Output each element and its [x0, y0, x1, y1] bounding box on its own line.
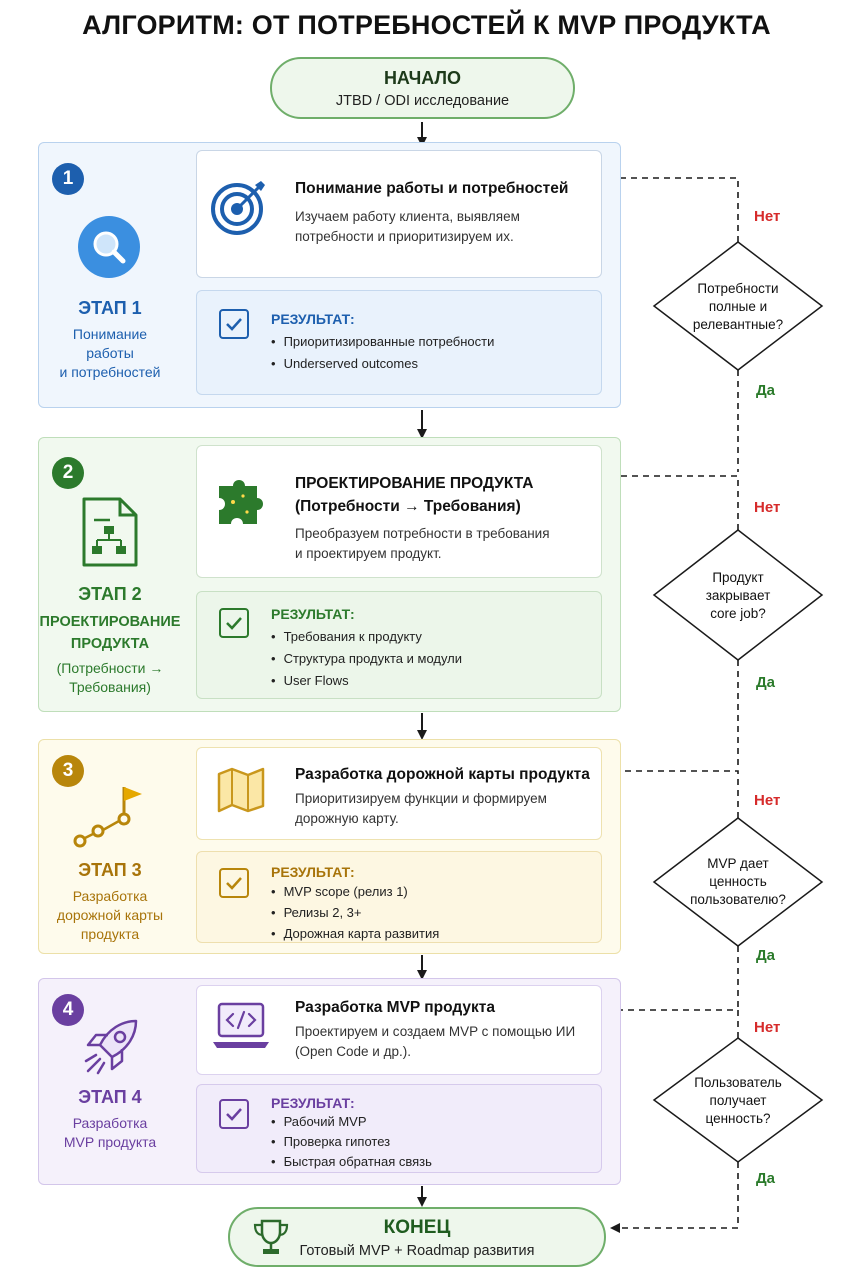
decision-4-question: Пользователь получает ценность?	[694, 1075, 782, 1126]
stage-3-label: ЭТАП 3 Разработка дорожной карты продукт…	[30, 860, 190, 944]
list-item: Релизы 2, 3+	[271, 902, 439, 923]
stage-3-title: ЭТАП 3	[78, 860, 142, 880]
stage-2-card: ПРОЕКТИРОВАНИЕ ПРОДУКТА (Потребности → Т…	[196, 445, 602, 578]
stage-1-badge: 1	[52, 163, 84, 195]
stage-2-result-heading: РЕЗУЛЬТАТ:	[271, 606, 355, 622]
stage-4-result: РЕЗУЛЬТАТ: Рабочий MVP Проверка гипотез …	[196, 1084, 602, 1173]
list-item: Дорожная карта развития	[271, 923, 440, 944]
list-item: User Flows	[271, 670, 462, 692]
end-subtitle: Готовый MVP + Roadmap развития	[299, 1243, 535, 1259]
yes-line-4	[610, 1162, 739, 1233]
feedback-loop-4	[606, 1005, 739, 1038]
magnifier-icon	[77, 215, 141, 279]
stage-4-result-list: Рабочий MVP Проверка гипотез Быстрая обр…	[271, 1112, 432, 1172]
stage-2-sub-description: (Потребности → Требования)	[56, 660, 164, 695]
stage-2-description: ПРОЕКТИРОВАНИЕ ПРОДУКТА	[39, 614, 181, 652]
list-item: Underserved outcomes	[271, 353, 494, 375]
stage-2-title: ЭТАП 2	[78, 584, 142, 604]
stage-2-card-title: ПРОЕКТИРОВАНИЕ ПРОДУКТА (Потребности → Т…	[295, 475, 534, 515]
stage-3-description: Разработка дорожной карты продукта	[56, 888, 164, 942]
stage-2-result-list: Требования к продукту Структура продукта…	[271, 626, 462, 692]
stage-1-result-list: Приоритизированные потребности Underserv…	[271, 331, 495, 375]
checkbox-icon	[219, 608, 249, 638]
decision-2-question: Продукт закрывает core job?	[705, 570, 771, 621]
list-item: MVP scope (релиз 1)	[271, 881, 439, 902]
stage-3-result-heading: РЕЗУЛЬТАТ:	[271, 864, 355, 880]
decision-4-no-label: Нет	[754, 1019, 781, 1036]
stage-1-card-title: Понимание работы и потребностей	[295, 180, 569, 197]
start-subtitle: JTBD / ODI исследование	[335, 93, 510, 109]
target-icon	[209, 177, 269, 237]
decision-1-yes-label: Да	[756, 382, 776, 399]
feedback-loop-1	[606, 173, 739, 242]
decision-3-question: MVP дает ценность пользователю?	[690, 856, 786, 907]
start-heading: НАЧАЛО	[383, 68, 462, 88]
checkbox-icon	[219, 868, 249, 898]
stage-1-title: ЭТАП 1	[78, 298, 142, 318]
stage-2-label: ЭТАП 2 ПРОЕКТИРОВАНИЕ ПРОДУКТА (Потребно…	[30, 584, 190, 697]
stage-3-result: РЕЗУЛЬТАТ: MVP scope (релиз 1) Релизы 2,…	[196, 851, 602, 943]
stage-2-card-text: Преобразуем потребности в требования и п…	[295, 526, 550, 561]
feedback-loop-3	[606, 766, 739, 818]
decision-4-yes-label: Да	[756, 1170, 776, 1187]
list-item: Приоритизированные потребности	[271, 331, 495, 353]
stage-4-result-heading: РЕЗУЛЬТАТ:	[271, 1095, 355, 1111]
stage-4-badge: 4	[52, 994, 84, 1026]
decision-1-no-label: Нет	[754, 208, 781, 225]
checkbox-icon	[219, 1099, 249, 1129]
list-item: Требования к продукту	[271, 626, 462, 648]
list-item: Быстрая обратная связь	[271, 1152, 432, 1172]
stage-4-card-title: Разработка MVP продукта	[295, 999, 495, 1016]
start-node: НАЧАЛО JTBD / ODI исследование	[270, 57, 575, 119]
laptop-code-icon	[211, 1000, 271, 1060]
list-item: Рабочий MVP	[271, 1112, 432, 1132]
stage-4-card: Разработка MVP продукта Проектируем и со…	[196, 985, 602, 1075]
stage-4-description: Разработка MVP продукта	[63, 1115, 157, 1150]
list-item: Проверка гипотез	[271, 1132, 432, 1152]
stage-4-title: ЭТАП 4	[78, 1087, 142, 1107]
feedback-loop-2	[606, 471, 739, 530]
route-flag-icon	[68, 783, 148, 853]
stage-3-result-list: MVP scope (релиз 1) Релизы 2, 3+ Дорожна…	[271, 881, 440, 944]
stage-1-description: Понимание работы и потребностей	[59, 326, 161, 380]
stage-1-result: РЕЗУЛЬТАТ: Приоритизированные потребност…	[196, 290, 602, 395]
end-heading: КОНЕЦ	[383, 1217, 451, 1238]
trophy-icon	[252, 1218, 290, 1258]
diagram-title: АЛГОРИТМ: ОТ ПОТРЕБНОСТЕЙ К MVP ПРОДУКТА	[82, 10, 771, 40]
checkbox-icon	[219, 309, 249, 339]
stage-1-result-heading: РЕЗУЛЬТАТ:	[271, 311, 355, 327]
stage-1-card: Понимание работы и потребностей Изучаем …	[196, 150, 602, 278]
decision-3-no-label: Нет	[754, 792, 781, 809]
list-item: Структура продукта и модули	[271, 648, 462, 670]
rocket-icon	[78, 1015, 144, 1081]
stage-1-card-text: Изучаем работу клиента, выявляем потребн…	[295, 209, 520, 244]
stage-2-badge: 2	[52, 457, 84, 489]
stage-4-label: ЭТАП 4 Разработка MVP продукта	[30, 1087, 190, 1152]
decision-2-no-label: Нет	[754, 499, 781, 516]
decision-2-yes-label: Да	[756, 674, 776, 691]
puzzle-icon	[213, 472, 273, 532]
stage-1-label: ЭТАП 1 Понимание работы и потребностей	[30, 298, 190, 382]
end-node: КОНЕЦ Готовый MVP + Roadmap развития	[228, 1207, 606, 1267]
stage-3-card-title: Разработка дорожной карты продукта	[295, 766, 590, 783]
stage-3-badge: 3	[52, 755, 84, 787]
decision-3-yes-label: Да	[756, 947, 776, 964]
decision-1-question: Потребности полные и релевантные?	[692, 281, 784, 332]
map-icon	[215, 764, 275, 824]
stage-4-card-text: Проектируем и создаем MVP с помощью ИИ (…	[295, 1024, 576, 1059]
stage-2-result: РЕЗУЛЬТАТ: Требования к продукту Структу…	[196, 591, 602, 699]
document-diagram-icon	[80, 496, 140, 568]
stage-3-card-text: Приоритизируем функции и формируем дорож…	[295, 791, 547, 826]
stage-3-card: Разработка дорожной карты продукта Приор…	[196, 747, 602, 840]
